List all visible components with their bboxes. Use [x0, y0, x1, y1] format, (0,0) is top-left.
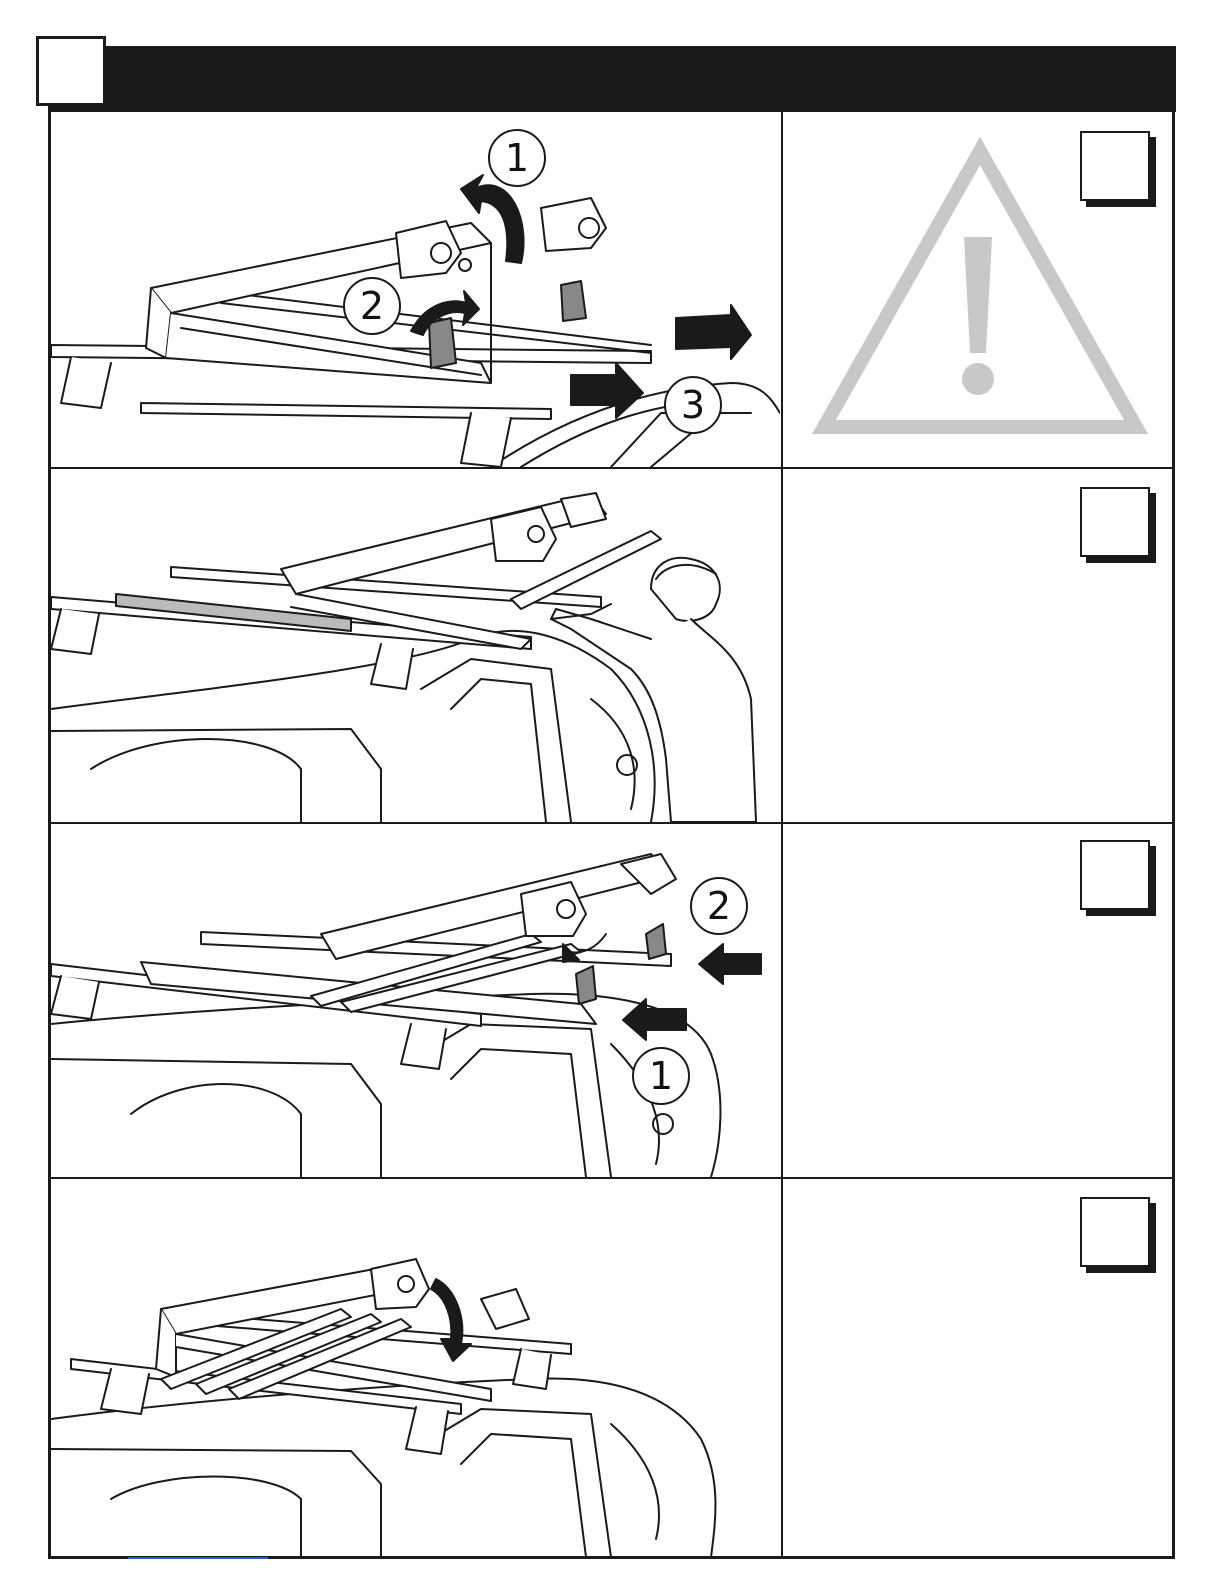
step-number-box [36, 36, 106, 106]
step-marker-1: 1 [649, 1054, 673, 1098]
side-panel-2 [784, 469, 1172, 822]
step-marker-2: 2 [360, 284, 384, 328]
illustration-panel-3: 2 1 [51, 824, 780, 1177]
side-panel-1 [784, 113, 1172, 467]
column-divider [781, 111, 783, 1557]
check-box-4[interactable] [1080, 1197, 1150, 1267]
header-bar [48, 46, 1176, 112]
illustration-panel-1: 1 2 3 [51, 113, 780, 467]
side-panel-4 [784, 1179, 1172, 1557]
side-panel-3 [784, 824, 1172, 1177]
illustration-panel-4 [51, 1179, 780, 1557]
illustration-panel-2 [51, 469, 780, 822]
check-box-2[interactable] [1080, 487, 1150, 557]
check-box-1[interactable] [1080, 131, 1150, 201]
link-underline[interactable] [128, 1557, 268, 1559]
check-box-3[interactable] [1080, 840, 1150, 910]
step-marker-1: 1 [505, 136, 529, 180]
step-marker-3: 3 [681, 383, 705, 427]
step-marker-2: 2 [707, 884, 731, 928]
